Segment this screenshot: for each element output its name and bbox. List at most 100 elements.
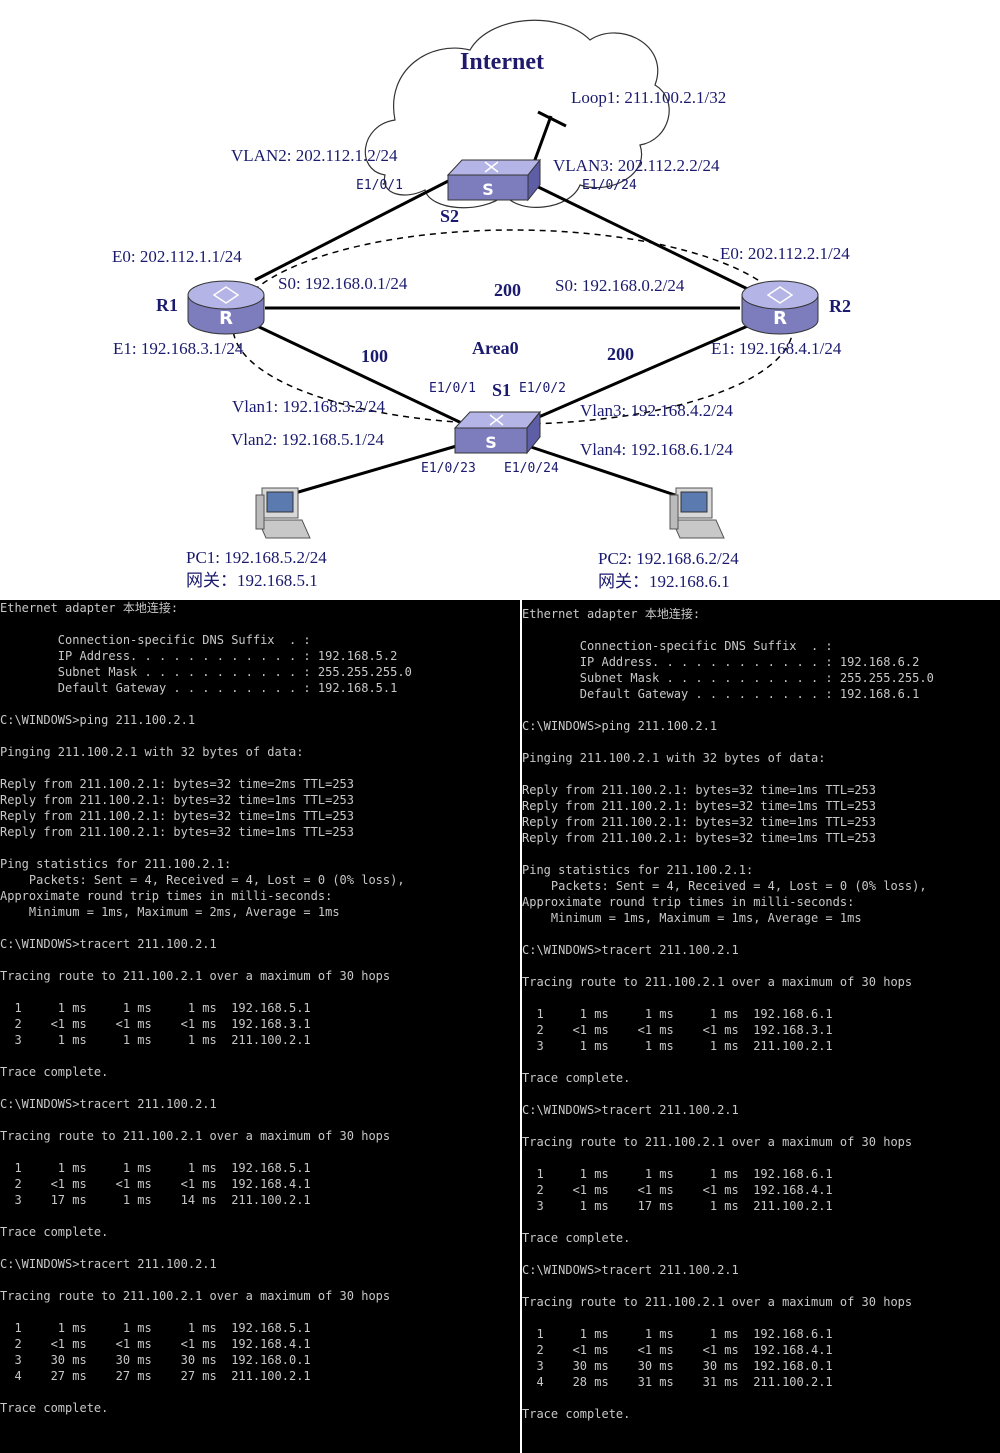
- pc1-terminal-line: Pinging 211.100.2.1 with 32 bytes of dat…: [0, 745, 304, 759]
- router-r2-icon[interactable]: R: [741, 280, 819, 335]
- pc1-terminal-line: Default Gateway . . . . . . . . . : 192.…: [0, 681, 398, 695]
- pc2-terminal-line: 1 1 ms 1 ms 1 ms 192.168.6.1: [522, 1327, 833, 1341]
- pc2-terminal-line: [522, 622, 1000, 638]
- pc1-terminal-line: IP Address. . . . . . . . . . . . : 192.…: [0, 649, 398, 663]
- pc1-terminal-line: C:\WINDOWS>ping 211.100.2.1: [0, 713, 196, 727]
- area0-label: Area0: [472, 338, 519, 358]
- pc2-terminal-line: [522, 1246, 1000, 1262]
- s1-name: S1: [492, 380, 512, 400]
- pc1-terminal-line: Reply from 211.100.2.1: bytes=32 time=1m…: [0, 809, 355, 823]
- pc1-terminal-line: [0, 728, 520, 744]
- s1-vlan2-label: Vlan2: 192.168.5.1/24: [231, 430, 384, 449]
- pc2-terminal-line: 3 1 ms 17 ms 1 ms 211.100.2.1: [522, 1199, 833, 1213]
- r2-s0-label: S0: 192.168.0.2/24: [555, 276, 685, 295]
- r1-e0-label: E0: 202.112.1.1/24: [112, 247, 242, 266]
- s1-vlan4-label: Vlan4: 192.168.6.1/24: [580, 440, 733, 459]
- pc2-terminal-line: [522, 1054, 1000, 1070]
- loopback-bar: [537, 110, 567, 128]
- s2-name: S2: [440, 206, 460, 226]
- pc2-ip-label: PC2: 192.168.6.2/24: [598, 549, 739, 568]
- pc1-terminal-line: 1 1 ms 1 ms 1 ms 192.168.5.1: [0, 1321, 311, 1335]
- pc2-terminal-line: Tracing route to 211.100.2.1 over a maxi…: [522, 975, 913, 989]
- pc2-terminal-line: Approximate round trip times in milli-se…: [522, 895, 855, 909]
- pc1-terminal-line: C:\WINDOWS>tracert 211.100.2.1: [0, 937, 217, 951]
- pc1-terminal-line: Reply from 211.100.2.1: bytes=32 time=2m…: [0, 777, 355, 791]
- pc2-terminal-line: Subnet Mask . . . . . . . . . . . : 255.…: [522, 671, 934, 685]
- pc2-terminal-line: Reply from 211.100.2.1: bytes=32 time=1m…: [522, 831, 877, 845]
- pc1-terminal[interactable]: Ethernet adapter 本地连接: Connection-specif…: [0, 600, 520, 1453]
- pc2-terminal-line: 1 1 ms 1 ms 1 ms 192.168.6.1: [522, 1007, 833, 1021]
- pc1-terminal-line: 3 30 ms 30 ms 30 ms 192.168.0.1: [0, 1353, 311, 1367]
- s1-port-e102: E1/0/2: [519, 381, 566, 396]
- pc2-terminal-line: 1 1 ms 1 ms 1 ms 192.168.6.1: [522, 1167, 833, 1181]
- link-s1-pc2: [524, 443, 676, 497]
- pc2-terminal[interactable]: Ethernet adapter 本地连接: Connection-specif…: [522, 600, 1000, 1453]
- pc1-icon[interactable]: [255, 487, 311, 539]
- pc2-terminal-line: Connection-specific DNS Suffix . :: [522, 639, 833, 653]
- pc1-terminal-line: Tracing route to 211.100.2.1 over a maxi…: [0, 1289, 391, 1303]
- pc1-terminal-line: Trace complete.: [0, 1401, 109, 1415]
- svg-text:S: S: [482, 180, 494, 199]
- pc2-terminal-line: 2 <1 ms <1 ms <1 ms 192.168.4.1: [522, 1183, 833, 1197]
- pc1-terminal-line: [0, 920, 520, 936]
- pc1-terminal-line: [0, 1240, 520, 1256]
- area0-ellipse: [232, 229, 794, 425]
- loop1-label: Loop1: 211.100.2.1/32: [571, 88, 727, 107]
- pc1-terminal-line: Connection-specific DNS Suffix . :: [0, 633, 311, 647]
- r2-name: R2: [829, 296, 851, 316]
- s1-port-e101: E1/0/1: [429, 381, 476, 396]
- pc2-terminal-line: C:\WINDOWS>ping 211.100.2.1: [522, 719, 718, 733]
- pc1-terminal-line: 2 <1 ms <1 ms <1 ms 192.168.4.1: [0, 1337, 311, 1351]
- pc1-terminal-line: 2 <1 ms <1 ms <1 ms 192.168.3.1: [0, 1017, 311, 1031]
- pc2-terminal-line: [522, 1150, 1000, 1166]
- internet-label: Internet: [460, 49, 544, 75]
- switch-s1-icon[interactable]: S: [453, 410, 542, 455]
- s2-port-e101: E1/0/1: [356, 178, 403, 193]
- pc2-terminal-line: 4 28 ms 31 ms 31 ms 211.100.2.1: [522, 1375, 833, 1389]
- pc1-terminal-line: Approximate round trip times in milli-se…: [0, 889, 333, 903]
- pc1-terminal-line: 1 1 ms 1 ms 1 ms 192.168.5.1: [0, 1001, 311, 1015]
- pc2-terminal-line: [522, 1278, 1000, 1294]
- pc2-terminal-line: 3 30 ms 30 ms 30 ms 192.168.0.1: [522, 1359, 833, 1373]
- link-r1-s1: [254, 323, 471, 429]
- pc1-terminal-output: Ethernet adapter 本地连接: Connection-specif…: [0, 600, 520, 1416]
- link-r2-s1: [524, 323, 751, 425]
- pc2-terminal-line: C:\WINDOWS>tracert 211.100.2.1: [522, 943, 739, 957]
- internet-cloud: [364, 19, 670, 209]
- r2-e0-label: E0: 202.112.2.1/24: [720, 244, 850, 263]
- pc2-terminal-line: Tracing route to 211.100.2.1 over a maxi…: [522, 1135, 913, 1149]
- pc1-terminal-line: 3 1 ms 1 ms 1 ms 211.100.2.1: [0, 1033, 311, 1047]
- pc2-terminal-output: Ethernet adapter 本地连接: Connection-specif…: [522, 600, 1000, 1422]
- pc1-terminal-line: Reply from 211.100.2.1: bytes=32 time=1m…: [0, 825, 355, 839]
- pc1-terminal-line: Ethernet adapter 本地连接:: [0, 601, 179, 615]
- pc2-terminal-line: [522, 1214, 1000, 1230]
- pc2-terminal-line: Pinging 211.100.2.1 with 32 bytes of dat…: [522, 751, 826, 765]
- pc2-terminal-line: Minimum = 1ms, Maximum = 1ms, Average = …: [522, 911, 862, 925]
- loopback-line: [530, 115, 553, 169]
- pc1-terminal-line: [0, 952, 520, 968]
- pc2-terminal-line: [522, 702, 1000, 718]
- pc1-terminal-line: 4 27 ms 27 ms 27 ms 211.100.2.1: [0, 1369, 311, 1383]
- link-s1-pc1: [294, 443, 461, 495]
- s2-port-e1024: E1/0/24: [582, 178, 637, 193]
- pc2-terminal-line: Reply from 211.100.2.1: bytes=32 time=1m…: [522, 783, 877, 797]
- switch-s2-icon[interactable]: S: [446, 158, 542, 202]
- network-topology-diagram: R R S S: [0, 0, 1000, 600]
- cost-r1-r2: 200: [494, 280, 521, 300]
- pc2-terminal-line: 2 <1 ms <1 ms <1 ms 192.168.3.1: [522, 1023, 833, 1037]
- pc1-terminal-line: 1 1 ms 1 ms 1 ms 192.168.5.1: [0, 1161, 311, 1175]
- router-r1-icon[interactable]: R: [187, 280, 265, 335]
- pc1-terminal-line: [0, 760, 520, 776]
- pc1-terminal-line: Ping statistics for 211.100.2.1:: [0, 857, 232, 871]
- pc2-terminal-line: IP Address. . . . . . . . . . . . : 192.…: [522, 655, 920, 669]
- pc2-gateway-label: 网关：192.168.6.1: [598, 572, 730, 591]
- pc2-icon[interactable]: [669, 487, 725, 539]
- pc1-terminal-line: [0, 1384, 520, 1400]
- s2-vlan3-label: VLAN3: 202.112.2.2/24: [553, 156, 720, 175]
- pc1-terminal-line: Reply from 211.100.2.1: bytes=32 time=1m…: [0, 793, 355, 807]
- pc1-terminal-line: Trace complete.: [0, 1225, 109, 1239]
- pc1-terminal-line: Tracing route to 211.100.2.1 over a maxi…: [0, 1129, 391, 1143]
- pc1-terminal-line: [0, 1048, 520, 1064]
- link-r1-s2: [254, 173, 461, 282]
- pc2-terminal-line: Packets: Sent = 4, Received = 4, Lost = …: [522, 879, 927, 893]
